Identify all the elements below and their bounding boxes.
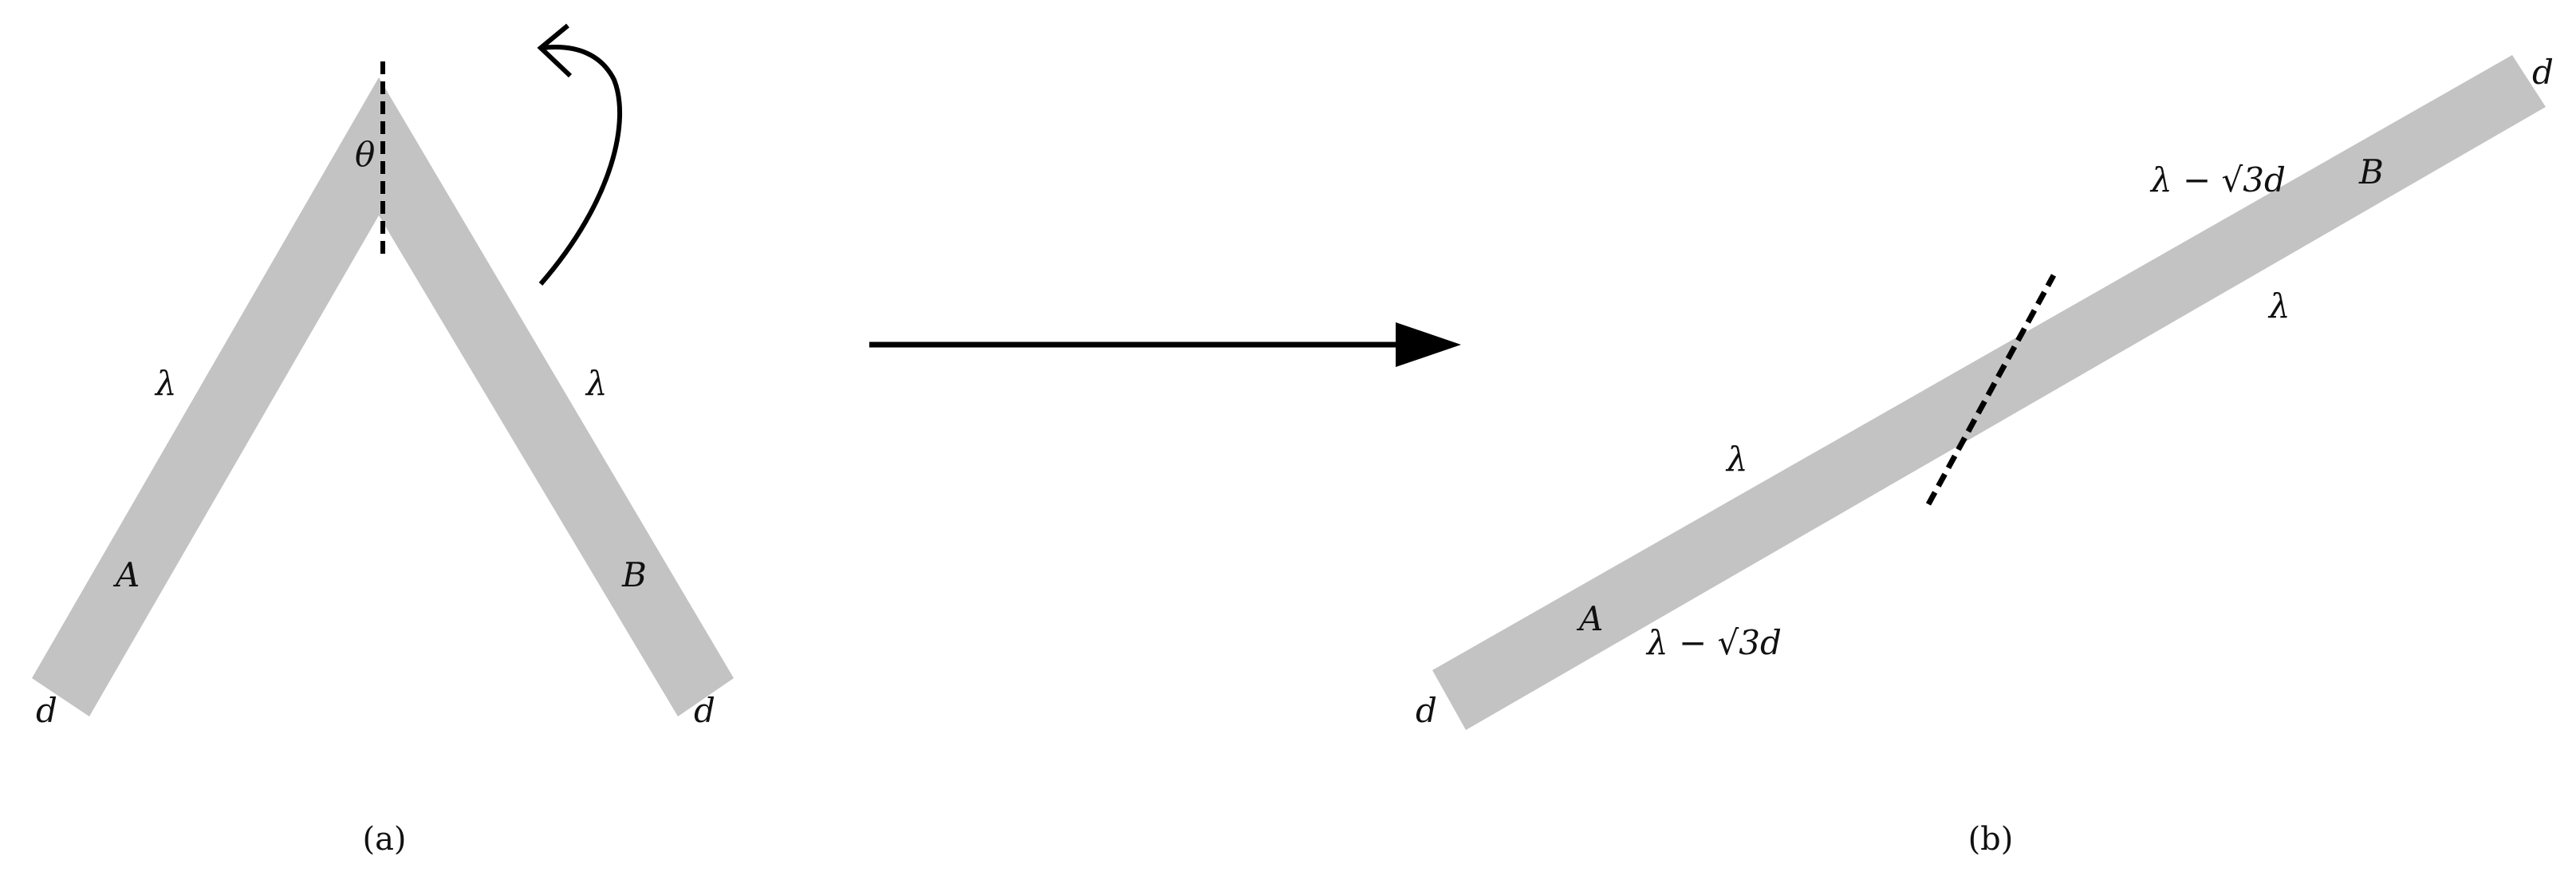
segment-b-width-label: d [2532, 53, 2554, 92]
segment-b-upper-length-label: λ − √3d [2149, 160, 2286, 199]
segment-a-name-label: A [1576, 599, 1603, 638]
arm-b-name-label: B [621, 555, 647, 594]
segment-a-width-label: d [1416, 691, 1437, 730]
panel-b-caption: (b) [1968, 821, 2014, 858]
segment-a-upper-length-label: λ [1725, 440, 1748, 479]
segment-a-lower-length-label: λ − √3d [1645, 623, 1782, 662]
transition-arrow [869, 322, 1461, 367]
arm-a-width-label: d [36, 691, 57, 730]
panel-a: θ λ λ A B d d (a) [32, 23, 734, 858]
curved-rotation-arrow-icon [538, 45, 623, 286]
right-arrow-icon [1396, 322, 1461, 367]
panel-a-caption: (a) [362, 821, 406, 858]
segment-b-name-label: B [2358, 152, 2384, 191]
angle-theta-label: θ [355, 135, 375, 174]
arm-b-length-label: λ [585, 364, 608, 403]
panel-b: λ A λ − √3d d λ − √3d B λ d (b) [1416, 53, 2554, 858]
segment-b-lower-length-label: λ [2267, 286, 2290, 326]
beam-arm-a [32, 77, 379, 716]
arm-a-name-label: A [112, 555, 140, 594]
cut-dashed-line [1925, 274, 2057, 506]
arm-b-width-label: d [694, 691, 715, 730]
arm-a-length-label: λ [154, 364, 177, 403]
rotation-arrowhead-icon [537, 23, 573, 78]
beam-arm-b [379, 77, 734, 716]
